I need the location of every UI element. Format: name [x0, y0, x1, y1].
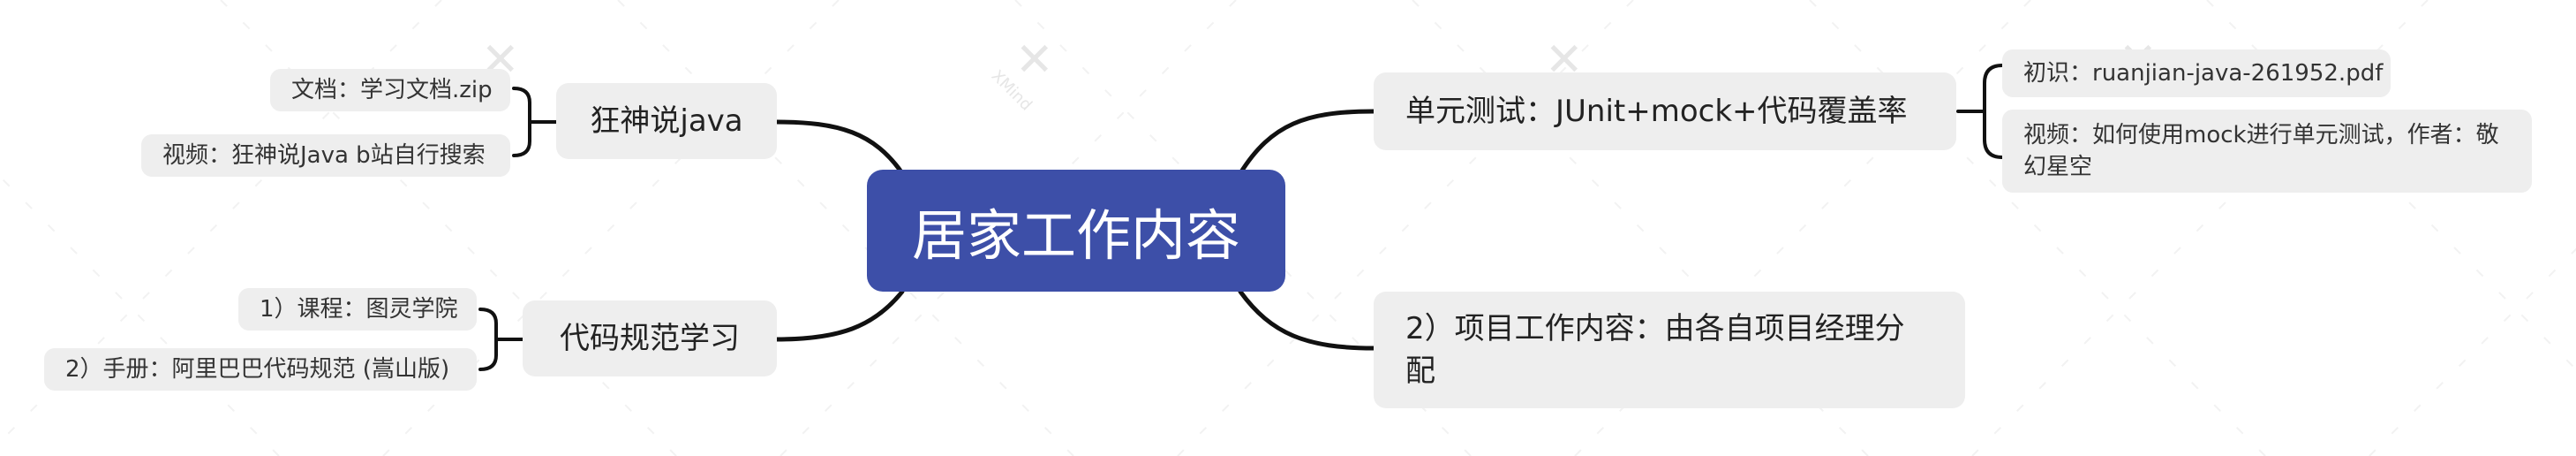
subtopic-unit-test-video-label: 视频：如何使用mock进行单元测试，作者：敬幻星空 [2023, 122, 2499, 180]
topic-project-work[interactable]: 2）项目工作内容：由各自项目经理分配 [1374, 292, 1965, 408]
topic-unit-test-label: 单元测试：JUnit+mock+代码覆盖率 [1405, 94, 1908, 129]
subtopic-kuangshen-video[interactable]: 视频：狂神说Java b站自行搜索 [141, 134, 510, 177]
connector-kuangshen [774, 119, 905, 176]
topic-unit-test[interactable]: 单元测试：JUnit+mock+代码覆盖率 [1374, 72, 1956, 150]
subtopic-kuangshen-video-label: 视频：狂神说Java b站自行搜索 [162, 142, 486, 169]
topic-code-style[interactable]: 代码规范学习 [523, 300, 777, 376]
central-topic-label: 居家工作内容 [911, 203, 1240, 268]
main-connectors [774, 109, 1376, 351]
subtopic-kuangshen-doc-label: 文档：学习文档.zip [291, 77, 493, 103]
connector-unit-test [1238, 109, 1376, 176]
bracket-unit-test [1956, 64, 2004, 159]
bracket-kuangshen [512, 87, 558, 157]
subtopic-unit-test-intro[interactable]: 初识：ruanjian-java-261952.pdf [2002, 49, 2391, 97]
subtopic-code-style-course-label: 1）课程：图灵学院 [260, 296, 458, 323]
topic-kuangshen-label: 狂神说java [590, 103, 743, 139]
topic-code-style-label: 代码规范学习 [560, 321, 740, 356]
subtopic-unit-test-video[interactable]: 视频：如何使用mock进行单元测试，作者：敬幻星空 [2002, 110, 2532, 193]
subtopic-kuangshen-doc[interactable]: 文档：学习文档.zip [270, 69, 510, 111]
connector-code-style [774, 289, 905, 342]
subtopic-code-style-manual[interactable]: 2）手册：阿里巴巴代码规范 (嵩山版) [44, 348, 477, 391]
subtopic-unit-test-intro-label: 初识：ruanjian-java-261952.pdf [2023, 60, 2384, 87]
subtopic-code-style-course[interactable]: 1）课程：图灵学院 [238, 288, 477, 331]
connector-project-work [1238, 289, 1376, 351]
topic-kuangshen[interactable]: 狂神说java [556, 83, 777, 159]
bracket-code-style [478, 308, 524, 371]
subtopic-code-style-manual-label: 2）手册：阿里巴巴代码规范 (嵩山版) [65, 356, 450, 383]
central-topic[interactable]: 居家工作内容 [867, 170, 1285, 292]
topic-project-work-label: 2）项目工作内容：由各自项目经理分配 [1405, 311, 1905, 389]
sub-connectors [478, 64, 2004, 371]
